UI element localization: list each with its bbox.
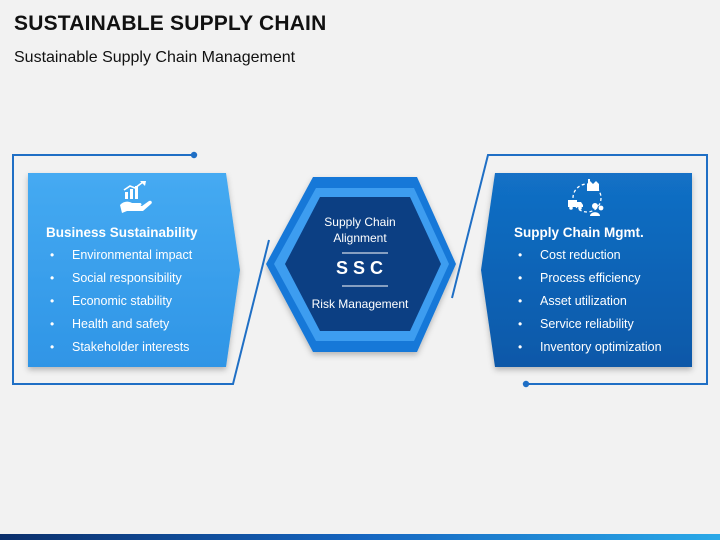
list-item: Inventory optimization bbox=[514, 336, 662, 359]
left-panel-list: Environmental impact Social responsibili… bbox=[46, 244, 192, 359]
list-item: Process efficiency bbox=[514, 267, 662, 290]
right-connector-dot bbox=[522, 380, 530, 388]
left-panel-title: Business Sustainability bbox=[46, 225, 198, 240]
list-item: Cost reduction bbox=[514, 244, 662, 267]
left-connector-line bbox=[12, 154, 270, 385]
bottom-accent-bar bbox=[0, 534, 720, 540]
hexagon-bottom-label: Risk Management bbox=[311, 297, 409, 311]
list-item: Economic stability bbox=[46, 290, 192, 313]
left-connector-dot bbox=[190, 151, 198, 159]
hexagon-top-label: Supply Chain Alignment bbox=[324, 215, 396, 245]
page-subtitle: Sustainable Supply Chain Management bbox=[14, 49, 296, 66]
right-panel-title: Supply Chain Mgmt. bbox=[514, 225, 644, 240]
list-item: Asset utilization bbox=[514, 290, 662, 313]
hexagon-code: SSC bbox=[335, 258, 388, 278]
growth-hand-icon bbox=[120, 181, 152, 213]
page-title: SUSTAINABLE SUPPLY CHAIN bbox=[14, 12, 327, 35]
list-item: Social responsibility bbox=[46, 267, 192, 290]
right-panel-list: Cost reduction Process efficiency Asset … bbox=[514, 244, 662, 359]
list-item: Service reliability bbox=[514, 313, 662, 336]
list-item: Health and safety bbox=[46, 313, 192, 336]
supply-chain-icon bbox=[568, 179, 604, 216]
hexagon-inner bbox=[285, 197, 441, 331]
list-item: Environmental impact bbox=[46, 244, 192, 267]
list-item: Stakeholder interests bbox=[46, 336, 192, 359]
right-connector-line bbox=[451, 154, 708, 385]
